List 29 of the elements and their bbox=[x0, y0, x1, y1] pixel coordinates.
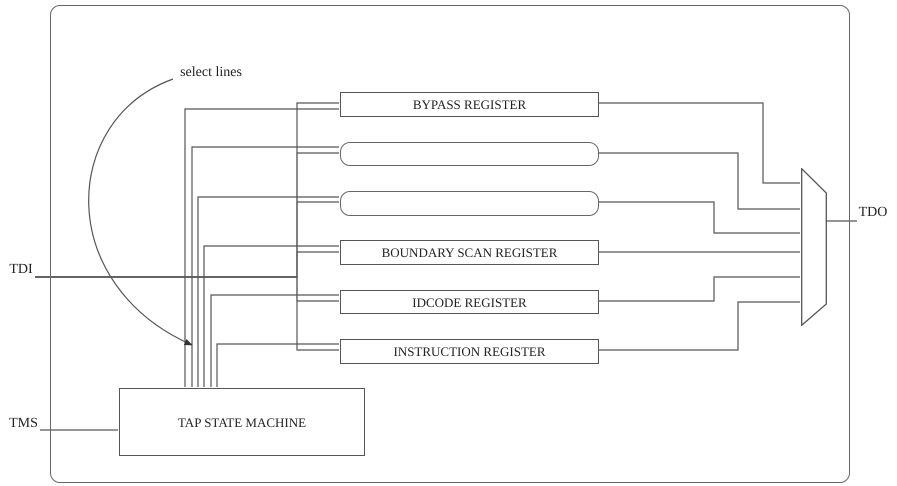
wire bbox=[598, 102, 800, 184]
wire bbox=[826, 220, 857, 222]
wire bbox=[197, 196, 339, 387]
chip-boundary-frame bbox=[50, 5, 850, 483]
signal-label: TDO bbox=[857, 202, 889, 222]
wire bbox=[216, 343, 339, 387]
register-box: IDCODE REGISTER bbox=[340, 290, 599, 314]
annotation-label: select lines bbox=[174, 63, 248, 81]
wire bbox=[210, 294, 339, 387]
wire bbox=[191, 146, 339, 387]
register-box bbox=[340, 142, 599, 166]
wire bbox=[598, 301, 800, 351]
signal-label: TMS bbox=[7, 413, 40, 433]
wire bbox=[598, 251, 800, 253]
leader-line bbox=[88, 78, 193, 346]
signal-label: TDI bbox=[7, 259, 35, 279]
register-box: INSTRUCTION REGISTER bbox=[340, 339, 599, 364]
wire bbox=[598, 152, 800, 210]
register-box: BYPASS REGISTER bbox=[340, 92, 599, 117]
wire bbox=[203, 245, 339, 387]
wire bbox=[598, 201, 800, 234]
wire bbox=[40, 429, 118, 431]
wire bbox=[598, 276, 800, 302]
register-box: BOUNDARY SCAN REGISTER bbox=[340, 240, 599, 265]
state-machine-box: TAP STATE MACHINE bbox=[119, 388, 365, 456]
wire bbox=[35, 276, 339, 351]
multiplexer-symbol bbox=[801, 168, 827, 326]
register-box bbox=[340, 191, 599, 216]
wire bbox=[184, 108, 339, 387]
